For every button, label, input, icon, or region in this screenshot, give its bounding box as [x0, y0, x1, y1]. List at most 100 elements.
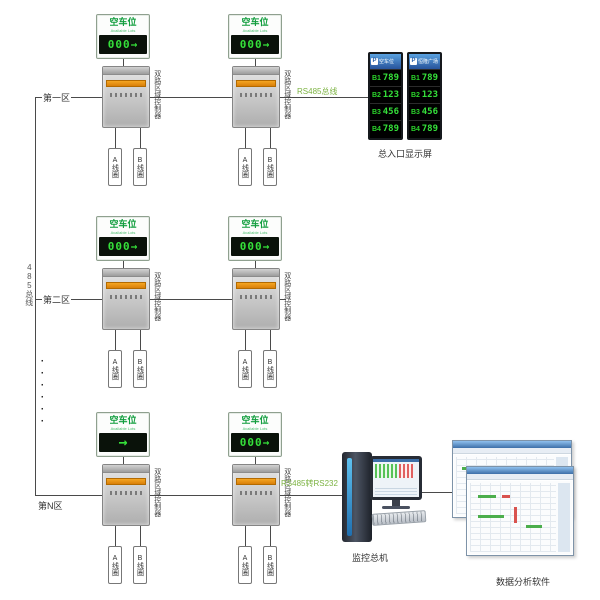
- zone2-coil-b2-link: [270, 330, 271, 350]
- zone2-sign2-link: [255, 261, 256, 268]
- coil-b-label: B线圈: [136, 156, 144, 178]
- led-sign-zoneN-b: 空车位 Available Lots 000→: [228, 412, 282, 457]
- panel-row-id: B4: [372, 125, 381, 133]
- sign-title: 空车位: [109, 415, 137, 425]
- map-mark: [526, 525, 542, 528]
- panel-row-id: B3: [372, 108, 381, 116]
- entrance-display-label: 总入口显示屏: [377, 147, 434, 160]
- zoneN-controller-a: [102, 464, 150, 526]
- controller-top-panel: [103, 465, 149, 473]
- sign-subtitle: Available Lots: [242, 230, 268, 235]
- bus-line-vertical: [35, 97, 36, 495]
- controller-top-panel: [233, 465, 279, 473]
- coil-a-label: A线圈: [111, 554, 119, 576]
- panel-row: B3 456: [409, 103, 440, 120]
- sign-subtitle: Available Lots: [110, 28, 136, 33]
- coil-a-label: A线圈: [241, 156, 249, 178]
- controller-label: 双路区域控制器: [153, 272, 161, 321]
- zone1-coil-a1-link: [115, 128, 116, 148]
- window-toolbar: [467, 474, 573, 480]
- parking-icon: P: [410, 58, 417, 65]
- screen-titlebar: [373, 459, 419, 462]
- monitor-screen: [373, 459, 419, 497]
- controller-vents: [110, 93, 142, 97]
- sign-led-value: 000→: [231, 433, 279, 452]
- controller-orange-band: [236, 282, 276, 289]
- sign-subtitle: Available Lots: [242, 426, 268, 431]
- zone1-coil-a2-link: [245, 128, 246, 148]
- coil-a: A线圈: [108, 350, 122, 388]
- zone2-coil-b1-link: [140, 330, 141, 350]
- coil-b-label: B线圈: [266, 156, 274, 178]
- coil-b: B线圈: [133, 148, 147, 186]
- keyboard: [371, 510, 427, 526]
- map-mark: [514, 507, 517, 523]
- controller-top-panel: [103, 67, 149, 75]
- sign-led-value: 000→: [231, 35, 279, 54]
- panel-header: P 空车位: [370, 54, 401, 69]
- entrance-display-panel-1: P 空车位 B1 789 B2 123 B3 456 B4 789: [368, 52, 403, 140]
- map-mark: [478, 515, 504, 518]
- led-sign-zone1-b: 空车位 Available Lots 000→: [228, 14, 282, 59]
- sign-title: 空车位: [109, 219, 137, 229]
- panel-row-value: 789: [382, 73, 399, 83]
- sign-title: 空车位: [109, 17, 137, 27]
- map-mark: [478, 495, 496, 498]
- panel-row: B2 123: [409, 86, 440, 103]
- sign-title: 空车位: [241, 17, 269, 27]
- controller-orange-band: [106, 80, 146, 87]
- zoneN-label: 第N区: [37, 499, 64, 512]
- zone1-sign1-link: [123, 59, 124, 66]
- coil-b: B线圈: [263, 148, 277, 186]
- sign-subtitle: Available Lots: [110, 426, 136, 431]
- panel-row-value: 456: [382, 107, 399, 117]
- controller-vents: [240, 491, 272, 495]
- sign-led-value: 000→: [231, 237, 279, 256]
- zone2-label: 第二区: [42, 293, 72, 306]
- coil-a-label: A线圈: [241, 554, 249, 576]
- zoneN-coil-b2-link: [270, 526, 271, 546]
- screen-green-grid: [375, 464, 397, 478]
- rs485-bus-label: RS485总线: [297, 87, 338, 96]
- monitor: [370, 456, 422, 500]
- coil-b: B线圈: [263, 546, 277, 584]
- panel-title: 空车位: [379, 59, 395, 65]
- panel-row: B4 789: [409, 120, 440, 137]
- controller-orange-band: [236, 80, 276, 87]
- zone1-bus-line: [35, 97, 368, 98]
- coil-a: A线圈: [108, 546, 122, 584]
- panel-row-id: B2: [411, 91, 420, 99]
- controller-top-panel: [233, 269, 279, 277]
- parking-icon: P: [371, 58, 378, 65]
- controller-label: 双路区域控制器: [153, 468, 161, 517]
- panel-row-id: B2: [372, 91, 381, 99]
- panel-title: 恒隆广场: [418, 59, 439, 65]
- controller-top-panel: [233, 67, 279, 75]
- zone2-bus-line: [35, 299, 286, 300]
- zone1-coil-b2-link: [270, 128, 271, 148]
- panel-header: P 恒隆广场: [409, 54, 440, 69]
- controller-orange-band: [236, 478, 276, 485]
- controller-orange-band: [106, 282, 146, 289]
- zone1-sign2-link: [255, 59, 256, 66]
- map-mark: [502, 495, 510, 498]
- continuation-dots: ······: [37, 356, 48, 428]
- panel-row-value: 789: [382, 124, 399, 134]
- window-content: [468, 481, 572, 554]
- sign-led-value: 000→: [99, 237, 147, 256]
- controller-vents: [240, 93, 272, 97]
- coil-b: B线圈: [133, 546, 147, 584]
- panel-row-id: B1: [372, 74, 381, 82]
- zoneN-controller-b: [232, 464, 280, 526]
- zoneN-coil-a1-link: [115, 526, 116, 546]
- entrance-display-panel-2: P 恒隆广场 B1 789 B2 123 B3 456 B4 789: [407, 52, 442, 140]
- panel-row-id: B3: [411, 108, 420, 116]
- screen-red-grid: [399, 464, 413, 478]
- window-titlebar: [467, 467, 573, 474]
- monitor-stand: [392, 500, 400, 507]
- led-sign-zoneN-a: 空车位 Available Lots →: [96, 412, 150, 457]
- led-sign-zone2-a: 空车位 Available Lots 000→: [96, 216, 150, 261]
- panel-row-value: 789: [421, 73, 438, 83]
- controller-label: 双路区域控制器: [283, 70, 291, 119]
- zone1-coil-b1-link: [140, 128, 141, 148]
